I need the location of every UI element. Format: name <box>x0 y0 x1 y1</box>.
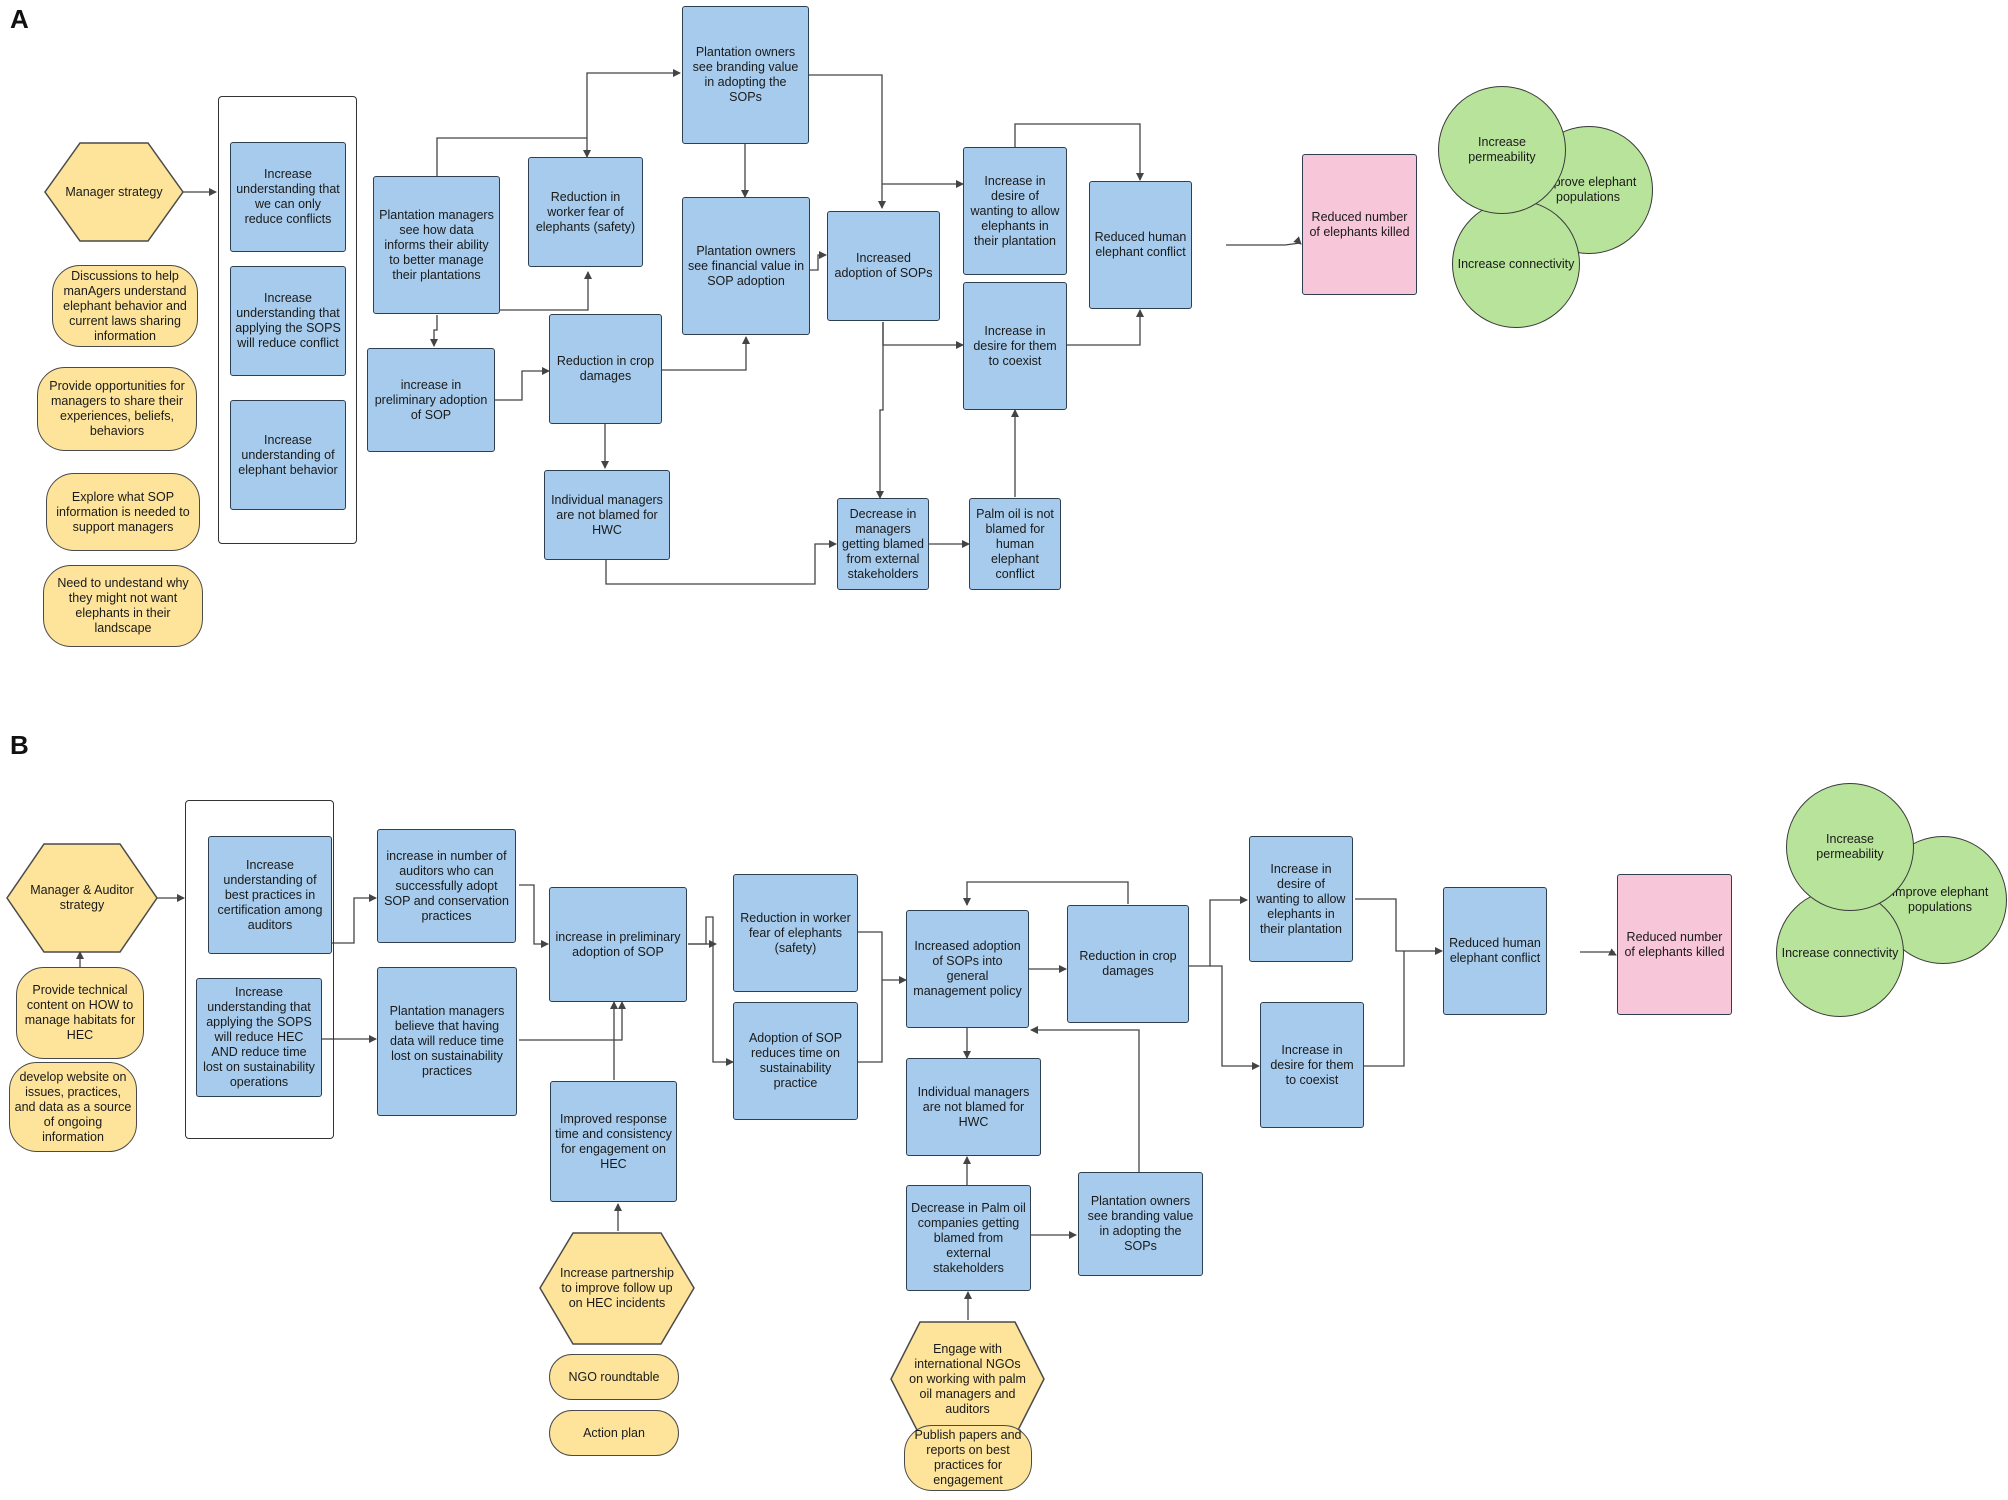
node-reduced-hec-b: Reduced human elephant conflict <box>1443 887 1547 1015</box>
node-managers-not-blamed-b: Individual managers are not blamed for H… <box>906 1058 1041 1156</box>
circle-permeability-b: Increase permeability <box>1786 783 1914 911</box>
node-branding-value: Plantation owners see branding value in … <box>682 6 809 144</box>
activity-explore-sop: Explore what SOP information is needed t… <box>46 473 200 551</box>
hex-manager-auditor-strategy: Manager & Auditor strategy <box>6 843 158 953</box>
understanding-group-b <box>185 800 334 1139</box>
node-increased-adoption: Increased adoption of SOPs <box>827 211 940 321</box>
goal-sops-reduce-conflict: Increase understanding that applying the… <box>230 266 346 376</box>
outcome-elephants-killed: Reduced number of elephants killed <box>1302 154 1417 295</box>
hex-label: Manager & Auditor strategy <box>30 883 134 912</box>
node-auditors-number: increase in number of auditors who can s… <box>377 829 516 943</box>
understanding-group-a <box>218 96 357 544</box>
activity-ngo-roundtable: NGO roundtable <box>549 1354 679 1400</box>
goal-reduce-conflicts: Increase understanding that we can only … <box>230 142 346 252</box>
activity-understand-why: Need to undestand why they might not wan… <box>43 565 203 647</box>
node-improved-response: Improved response time and consistency f… <box>550 1081 677 1202</box>
node-pm-believe: Plantation managers believe that having … <box>377 967 517 1116</box>
node-worker-fear: Reduction in worker fear of elephants (s… <box>528 157 643 267</box>
panel-label-a: A <box>10 4 29 34</box>
hex-label: Increase partnership to improve follow u… <box>560 1266 674 1310</box>
node-desire-allow: Increase in desire of wanting to allow e… <box>963 147 1067 275</box>
node-palm-not-blamed: Palm oil is not blamed for human elephan… <box>969 498 1061 590</box>
node-preliminary-adoption: increase in preliminary adoption of SOP <box>367 348 495 452</box>
activity-action-plan: Action plan <box>549 1410 679 1456</box>
node-financial-value: Plantation owners see financial value in… <box>682 197 810 335</box>
node-pm-data: Plantation managers see how data informs… <box>373 176 500 314</box>
node-worker-fear-b: Reduction in worker fear of elephants (s… <box>733 874 858 992</box>
node-reduced-hec: Reduced human elephant conflict <box>1089 181 1192 309</box>
node-desire-coexist-b: Increase in desire for them to coexist <box>1260 1002 1364 1128</box>
node-reduces-time: Adoption of SOP reduces time on sustaina… <box>733 1002 858 1120</box>
node-desire-coexist: Increase in desire for them to coexist <box>963 282 1067 410</box>
circle-permeability: Increase permeability <box>1438 86 1566 214</box>
activity-share-opportunities: Provide opportunities for managers to sh… <box>37 367 197 451</box>
node-general-policy: Increased adoption of SOPs into general … <box>906 910 1029 1028</box>
activity-publish-papers: Publish papers and reports on best pract… <box>904 1425 1032 1491</box>
node-palm-companies-blamed: Decrease in Palm oil companies getting b… <box>906 1185 1031 1291</box>
outcome-elephants-killed-b: Reduced number of elephants killed <box>1617 874 1732 1015</box>
activity-develop-website: develop website on issues, practices, an… <box>9 1062 137 1152</box>
activity-discussions: Discussions to help manAgers understand … <box>52 265 198 347</box>
node-preliminary-adoption-b: increase in preliminary adoption of SOP <box>549 887 687 1002</box>
goal-elephant-behavior: Increase understanding of elephant behav… <box>230 400 346 510</box>
hex-label: Manager strategy <box>65 184 163 199</box>
hex-manager-strategy: Manager strategy <box>44 142 184 242</box>
node-decrease-blamed: Decrease in managers getting blamed from… <box>837 498 929 590</box>
panel-label-b: B <box>10 730 29 760</box>
node-desire-allow-b: Increase in desire of wanting to allow e… <box>1249 836 1353 962</box>
node-managers-not-blamed: Individual managers are not blamed for H… <box>544 470 670 560</box>
node-branding-value-b: Plantation owners see branding value in … <box>1078 1172 1203 1276</box>
hex-increase-partnership: Increase partnership to improve follow u… <box>539 1232 695 1345</box>
goal-sops-reduce-hec: Increase understanding that applying the… <box>196 978 322 1097</box>
circle-connectivity: Increase connectivity <box>1452 200 1580 328</box>
hex-label: Engage with international NGOs on workin… <box>909 1341 1026 1416</box>
node-crop-damages-b: Reduction in crop damages <box>1067 905 1189 1023</box>
activity-technical-content: Provide technical content on HOW to mana… <box>16 967 144 1059</box>
node-crop-damages: Reduction in crop damages <box>549 314 662 424</box>
goal-best-practices: Increase understanding of best practices… <box>208 836 332 954</box>
hex-engage-ngos: Engage with international NGOs on workin… <box>890 1321 1045 1437</box>
